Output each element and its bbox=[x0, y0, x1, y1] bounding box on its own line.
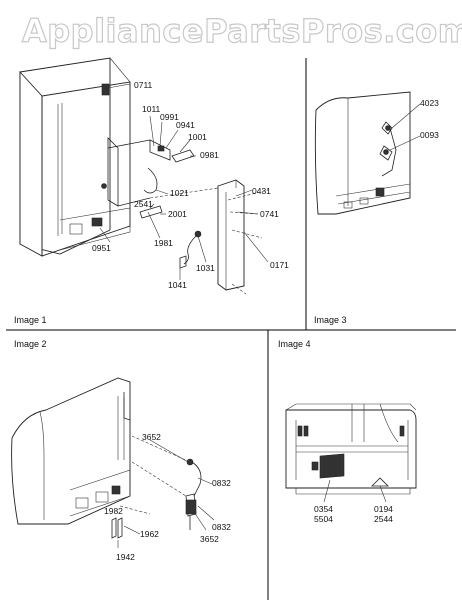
callout-label: 0171 bbox=[270, 260, 289, 270]
callout-label: 1962 bbox=[140, 529, 159, 539]
image3-drawing: 4023 0093 Image 3 bbox=[314, 91, 439, 325]
image4-drawing: 0354 5504 0194 2544 Image 4 bbox=[278, 339, 417, 524]
callout-label: 0741 bbox=[260, 209, 279, 219]
image1-caption: Image 1 bbox=[14, 315, 47, 325]
callout-label: 0991 bbox=[160, 112, 179, 122]
image2-caption: Image 2 bbox=[14, 339, 47, 349]
callout-label: 2541 bbox=[134, 199, 153, 209]
callout-label: 1011 bbox=[142, 104, 161, 114]
panel-frames bbox=[6, 58, 456, 600]
image3-caption: Image 3 bbox=[314, 315, 347, 325]
callout-label: 0354 bbox=[314, 504, 333, 514]
callout-label: 1041 bbox=[168, 280, 187, 290]
callout-label: 0941 bbox=[176, 120, 195, 130]
callout-label: 0832 bbox=[212, 522, 231, 532]
image4-caption: Image 4 bbox=[278, 339, 311, 349]
watermark-text: AppliancePartsPros.com bbox=[22, 12, 462, 50]
callout-label: 2001 bbox=[168, 209, 187, 219]
image1-drawing: 0711 1011 0991 0941 1001 0981 1021 2541 … bbox=[14, 57, 289, 325]
callout-label: 0951 bbox=[92, 243, 111, 253]
callout-label: 0194 bbox=[374, 504, 393, 514]
image2-drawing: 3652 0832 1982 1962 0832 3652 1942 Image… bbox=[11, 339, 231, 562]
callout-label: 1001 bbox=[188, 132, 207, 142]
callout-label: 5504 bbox=[314, 514, 333, 524]
callout-label: 0981 bbox=[200, 150, 219, 160]
callout-label: 0093 bbox=[420, 130, 439, 140]
callout-label: 0431 bbox=[252, 186, 271, 196]
callout-label: 0711 bbox=[134, 80, 153, 90]
callout-label: 4023 bbox=[420, 98, 439, 108]
callout-label: 1031 bbox=[196, 263, 215, 273]
callout-label: 1021 bbox=[170, 188, 189, 198]
callout-label: 2544 bbox=[374, 514, 393, 524]
callout-label: 0832 bbox=[212, 478, 231, 488]
callout-label: 1942 bbox=[116, 552, 135, 562]
callout-label: 1981 bbox=[154, 238, 173, 248]
callout-label: 3652 bbox=[142, 432, 161, 442]
callout-label: 1982 bbox=[104, 506, 123, 516]
callout-label: 3652 bbox=[200, 534, 219, 544]
